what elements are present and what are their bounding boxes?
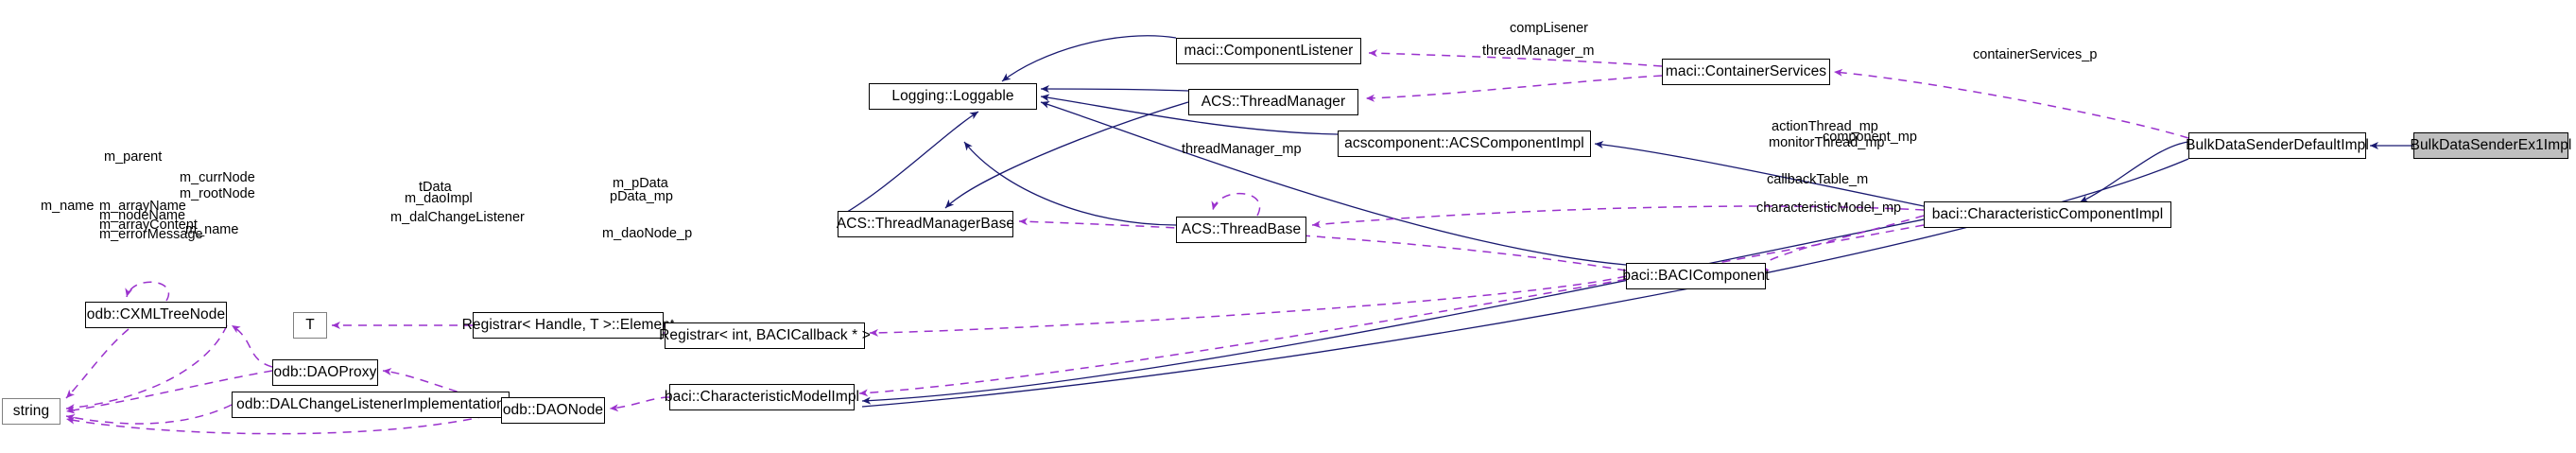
node-odb-daonode[interactable]: odb::DAONode [501, 397, 605, 424]
edge-label-tdata: tData [419, 180, 452, 195]
node-bulkdatasenderex1impl[interactable]: BulkDataSenderEx1Impl [2411, 132, 2571, 159]
node-baci-bacicomponent[interactable]: baci::BACIComponent [1622, 263, 1770, 289]
node-baci-characteristiccomponentimpl[interactable]: baci::CharacteristicComponentImpl [1924, 201, 2171, 228]
edge-label-threadmanager-mp: threadManager_mp [1182, 142, 1302, 157]
node-maci-componentlistener[interactable]: maci::ComponentListener [1176, 38, 1361, 64]
node-acs-threadmanagerbase[interactable]: ACS::ThreadManagerBase [837, 211, 1014, 237]
edge-label-component-mp: component_mp [1823, 130, 1917, 145]
edge-label-complistener: compLisener [1510, 21, 1589, 36]
node-acs-threadmanager[interactable]: ACS::ThreadManager [1188, 89, 1358, 115]
edge-label-m-daoimpl: m_daoImpl [405, 191, 473, 206]
edge-label-m-pdata: m_pData [613, 176, 668, 191]
edge-label-m-arraycontent: m_arrayContent [99, 218, 198, 233]
edge-label-m-dalchangelistener: m_dalChangeListener [390, 210, 525, 225]
edge-label-m-parent: m_parent [104, 149, 163, 165]
edge-label-m-name-bottom: m_name [185, 222, 239, 237]
edge-label-characteristicmodel-mp: characteristicModel_mp [1756, 200, 1902, 216]
node-template-t[interactable]: T [293, 312, 327, 339]
node-acs-threadbase[interactable]: ACS::ThreadBase [1176, 217, 1306, 243]
node-maci-containerservices[interactable]: maci::ContainerServices [1662, 59, 1830, 85]
edge-label-threadmanager-m: threadManager_m [1482, 44, 1595, 59]
edge-label-m-name-left: m_name [41, 199, 95, 214]
edge-label-monitorthread-mp: monitorThread_mp [1769, 135, 1885, 150]
node-registrar-handle-element[interactable]: Registrar< Handle, T >::Element [462, 312, 674, 339]
node-odb-cxmltreenode[interactable]: odb::CXMLTreeNode [85, 302, 227, 328]
edge-label-callbacktable-m: callbackTable_m [1767, 172, 1869, 187]
edge-label-actionthread-mp: actionThread_mp [1772, 119, 1878, 134]
node-baci-characteristicmodelimpl[interactable]: baci::CharacteristicModelImpl [665, 384, 859, 410]
edge-label-m-errormessage: m_errorMessage [99, 227, 203, 242]
edge-label-pdata-mp: pData_mp [610, 189, 673, 204]
edge-label-m-nodename: m_nodeName [99, 208, 186, 223]
node-logging-loggable[interactable]: Logging::Loggable [869, 83, 1037, 110]
edge-label-m-daonode-p: m_daoNode_p [602, 226, 693, 241]
edge-label-m-arrayname: m_arrayName [99, 199, 186, 214]
node-odb-daoproxy[interactable]: odb::DAOProxy [272, 359, 378, 386]
edge-label-m-rootnode: m_rootNode [180, 186, 255, 201]
node-acscomponent-acscomponentimpl[interactable]: acscomponent::ACSComponentImpl [1338, 131, 1591, 157]
edge-label-containerservices-p: containerServices_p [1973, 47, 2098, 62]
edge-label-m-currnode: m_currNode [180, 170, 255, 185]
inheritance-edges [837, 35, 2413, 408]
node-registrar-int-bacicallback[interactable]: Registrar< int, BACICallback * > [659, 322, 871, 349]
node-string[interactable]: string [2, 398, 61, 425]
usage-edges [65, 49, 2189, 435]
node-odb-dalchangelistenerimplementation[interactable]: odb::DALChangeListenerImplementation [232, 392, 510, 418]
node-bulkdatasenderdefaultimpl[interactable]: BulkDataSenderDefaultImpl [2186, 132, 2369, 159]
